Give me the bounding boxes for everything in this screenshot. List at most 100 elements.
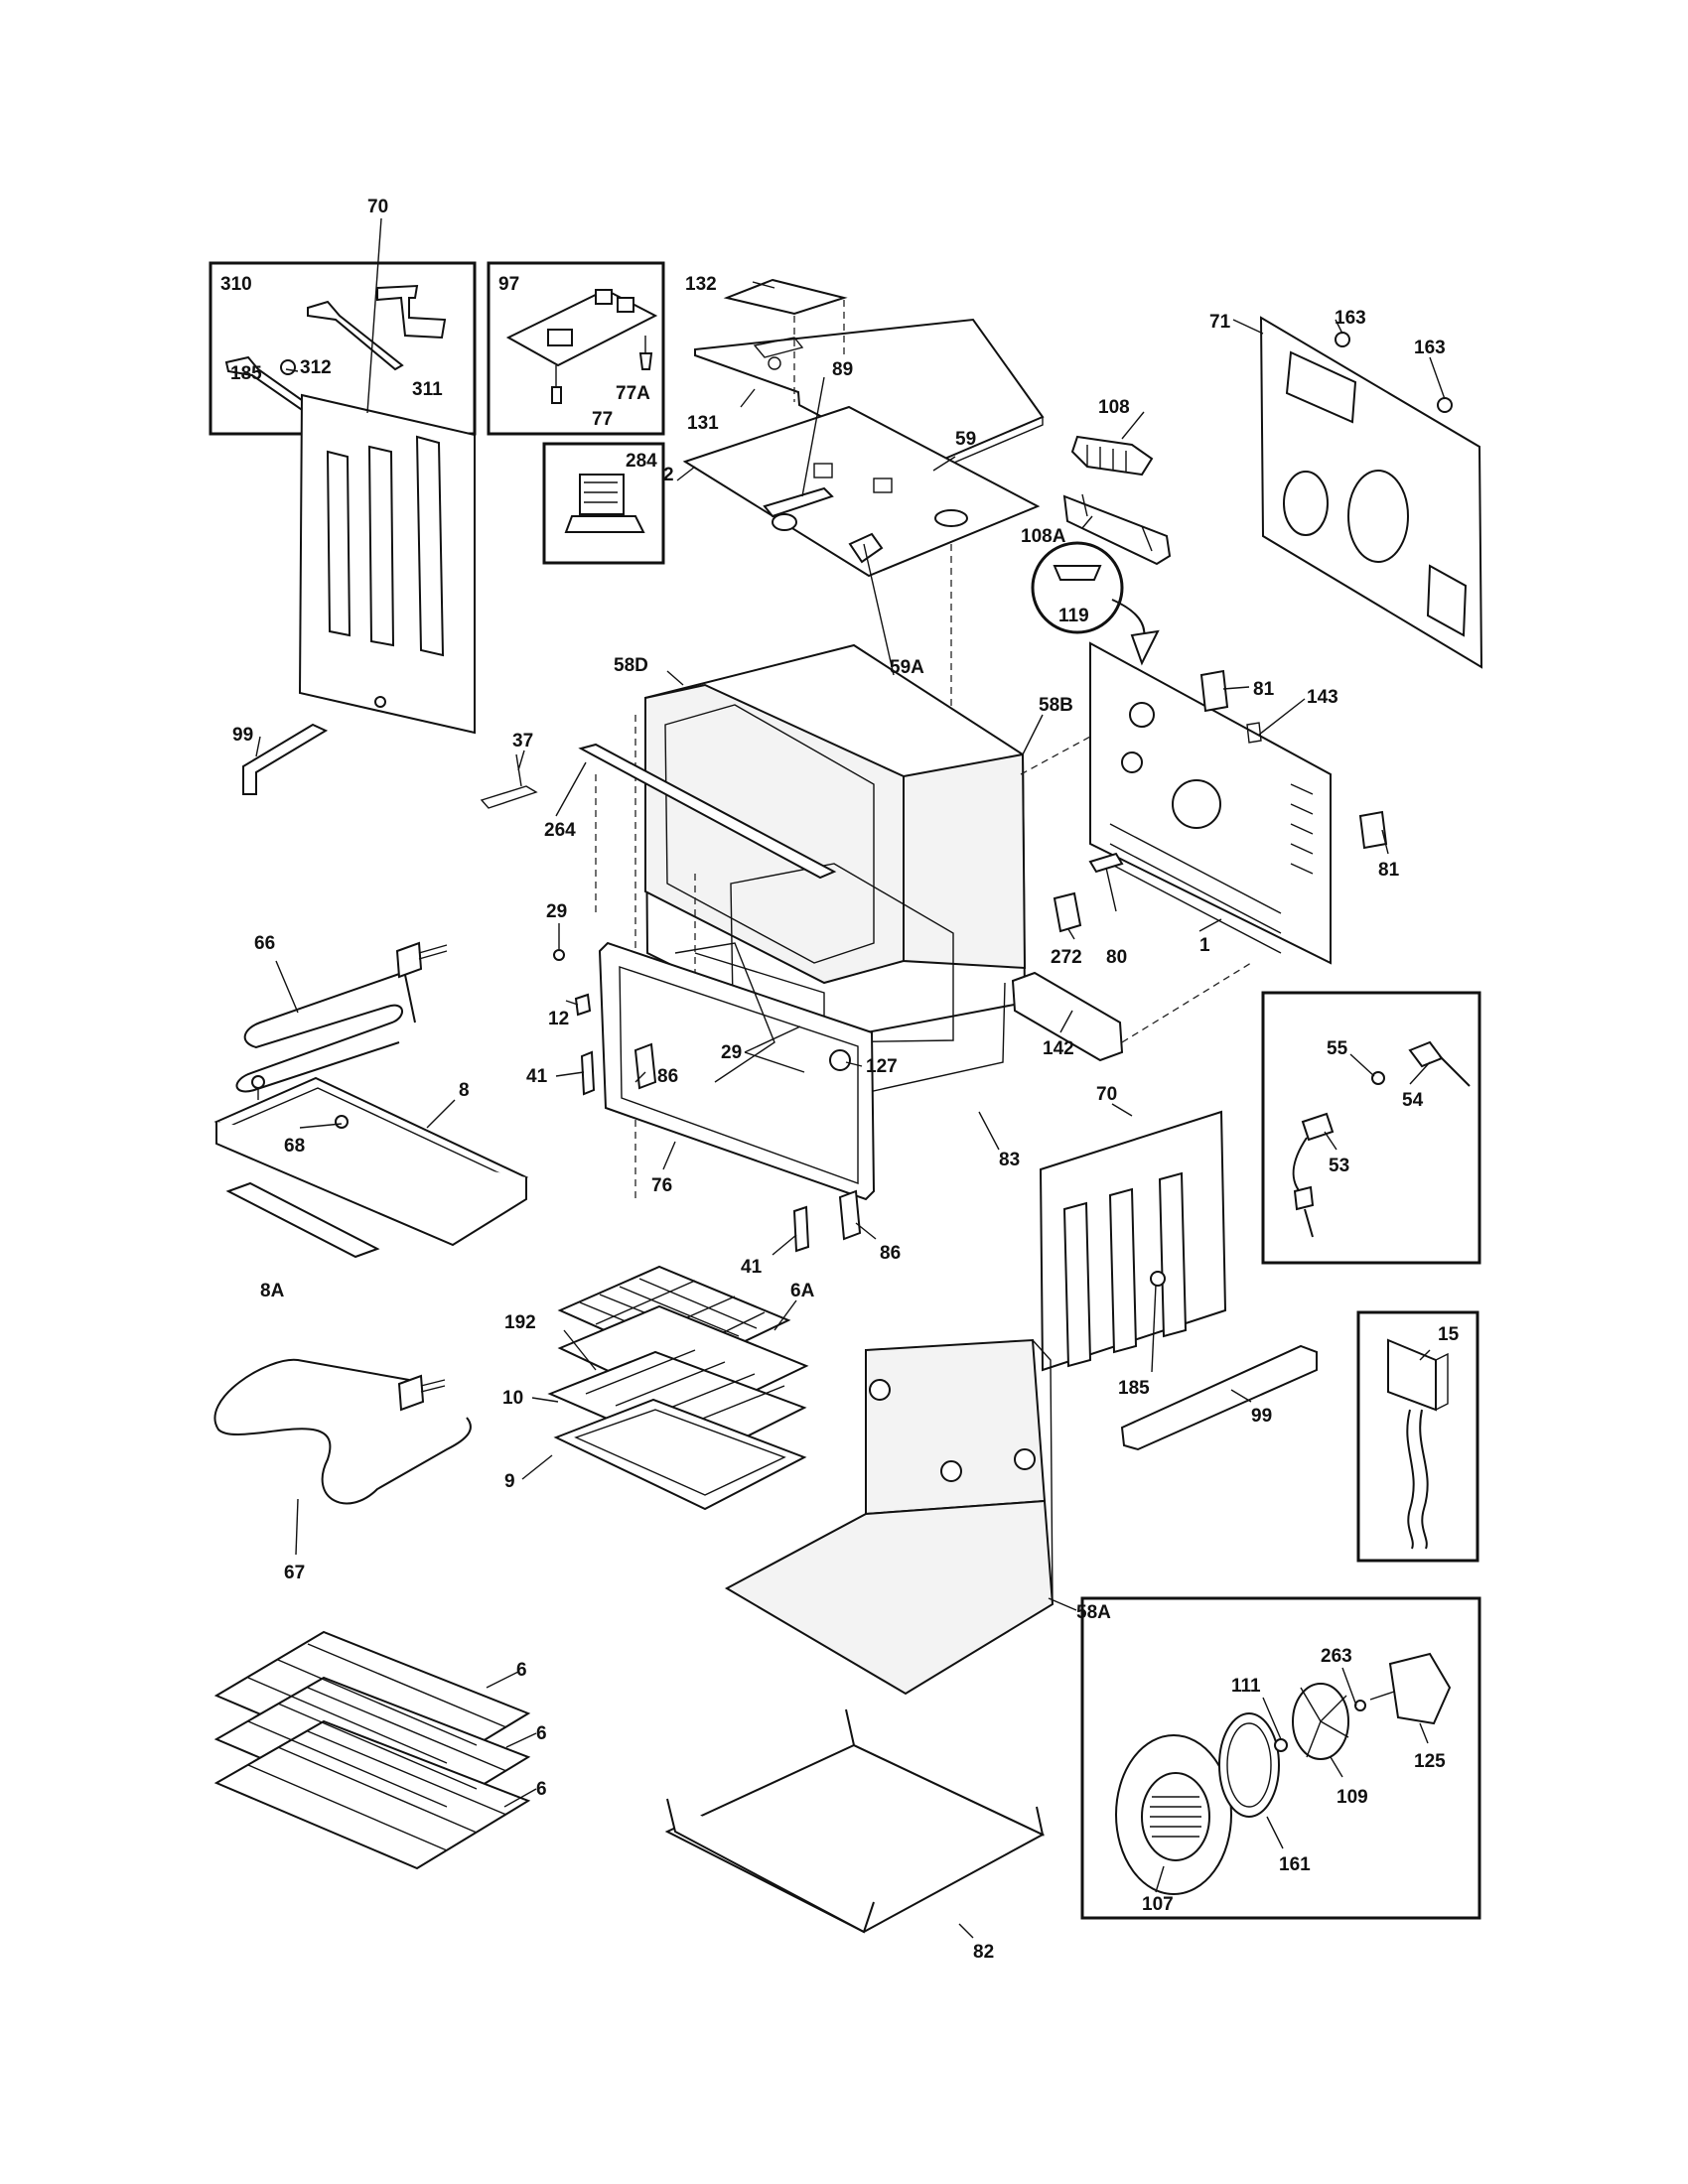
brackets-81 (1199, 669, 1388, 850)
callout-119 (1031, 541, 1160, 666)
rear-panel-71 (1259, 316, 1483, 669)
label-15: 15 (1438, 1324, 1460, 1345)
label-143: 143 (1307, 687, 1338, 708)
label-71: 71 (1209, 312, 1231, 333)
label-82: 82 (973, 1942, 994, 1963)
oven-cavity (634, 643, 1027, 1201)
label-2: 2 (663, 465, 674, 485)
pan-9 (553, 1398, 807, 1511)
label-59A: 59A (890, 657, 924, 678)
label-6c: 6 (536, 1779, 547, 1800)
label-192: 192 (504, 1312, 536, 1333)
label-8: 8 (459, 1080, 470, 1101)
part-80 (1088, 852, 1124, 874)
label-108: 108 (1098, 397, 1130, 418)
label-119: 119 (1058, 606, 1089, 626)
inset-box-fan (1080, 1596, 1481, 1920)
label-10: 10 (502, 1388, 523, 1409)
bake-element-67 (213, 1358, 472, 1505)
label-54: 54 (1402, 1090, 1424, 1111)
label-131: 131 (687, 413, 719, 434)
inset-box-284 (542, 442, 665, 565)
side-panel-70-right (1039, 1110, 1227, 1372)
label-37: 37 (512, 731, 533, 751)
broil-pan-8 (213, 1075, 529, 1247)
label-41b: 41 (741, 1257, 763, 1278)
label-185b: 185 (1118, 1378, 1150, 1399)
label-6b: 6 (536, 1723, 547, 1744)
label-58A: 58A (1076, 1602, 1111, 1623)
label-264: 264 (544, 820, 576, 841)
label-81a: 81 (1253, 679, 1275, 700)
insulation-58A (724, 1338, 1055, 1696)
base-82 (664, 1708, 1046, 1934)
leader-lines (255, 217, 1446, 1939)
rail-99-right (1120, 1344, 1318, 1451)
label-80: 80 (1106, 947, 1127, 968)
top-panel-131 (694, 278, 1045, 478)
label-142: 142 (1043, 1038, 1074, 1059)
oven-racks-6 (213, 1630, 531, 1870)
label-6a: 6 (516, 1660, 527, 1681)
label-89: 89 (832, 359, 853, 380)
part-272 (1053, 891, 1082, 933)
label-58B: 58B (1039, 695, 1073, 716)
label-109: 109 (1336, 1787, 1368, 1808)
callout-labels: 310 312 311 97 77A 77 284 132 131 59 108… (220, 197, 1460, 1963)
label-70a: 70 (367, 197, 388, 217)
trim-264 (578, 743, 837, 913)
label-76: 76 (651, 1175, 672, 1196)
label-66: 66 (254, 933, 275, 954)
inset-box-97 (487, 261, 665, 436)
label-161: 161 (1279, 1854, 1311, 1875)
label-68: 68 (284, 1136, 305, 1157)
label-29b: 29 (721, 1042, 742, 1063)
label-6A: 6A (790, 1281, 815, 1301)
label-59: 59 (955, 429, 976, 450)
label-310: 310 (220, 274, 252, 295)
screw-29-12 (553, 949, 592, 1017)
label-77A: 77A (616, 383, 650, 404)
label-127: 127 (866, 1056, 898, 1077)
label-70b: 70 (1096, 1084, 1117, 1105)
label-77: 77 (592, 409, 613, 430)
label-132: 132 (685, 274, 717, 295)
label-81b: 81 (1378, 860, 1400, 881)
strip-142 (1011, 962, 1252, 1062)
label-99a: 99 (232, 725, 253, 746)
label-67: 67 (284, 1563, 305, 1583)
label-41a: 41 (526, 1066, 548, 1087)
label-284: 284 (626, 451, 657, 472)
label-107: 107 (1142, 1894, 1174, 1915)
door-frame-76 (598, 941, 876, 1201)
label-97: 97 (498, 274, 519, 295)
label-163b: 163 (1414, 338, 1446, 358)
label-99b: 99 (1251, 1406, 1272, 1427)
label-125: 125 (1414, 1751, 1446, 1772)
label-29a: 29 (546, 901, 567, 922)
side-panel-70-left (280, 359, 476, 735)
label-263: 263 (1321, 1646, 1352, 1667)
label-9: 9 (504, 1471, 515, 1492)
inset-box-15 (1356, 1310, 1479, 1563)
label-58D: 58D (614, 655, 648, 676)
label-312: 312 (300, 357, 332, 378)
part-108 (1070, 435, 1154, 477)
label-53: 53 (1329, 1156, 1349, 1176)
label-108A: 108A (1021, 526, 1066, 547)
bracket-59A (848, 532, 884, 564)
label-311: 311 (412, 379, 443, 400)
label-163a: 163 (1335, 308, 1366, 329)
rail-99-left (242, 723, 329, 795)
label-111: 111 (1231, 1676, 1261, 1697)
broil-element-66 (235, 941, 448, 1093)
rear-frame-1 (1089, 641, 1332, 965)
label-86b: 86 (880, 1243, 901, 1264)
label-83: 83 (999, 1150, 1020, 1170)
label-1: 1 (1199, 935, 1210, 956)
label-8A: 8A (260, 1281, 285, 1301)
label-272: 272 (1051, 947, 1082, 968)
probe-37 (480, 753, 538, 809)
inset-box-probe (1261, 991, 1481, 1265)
